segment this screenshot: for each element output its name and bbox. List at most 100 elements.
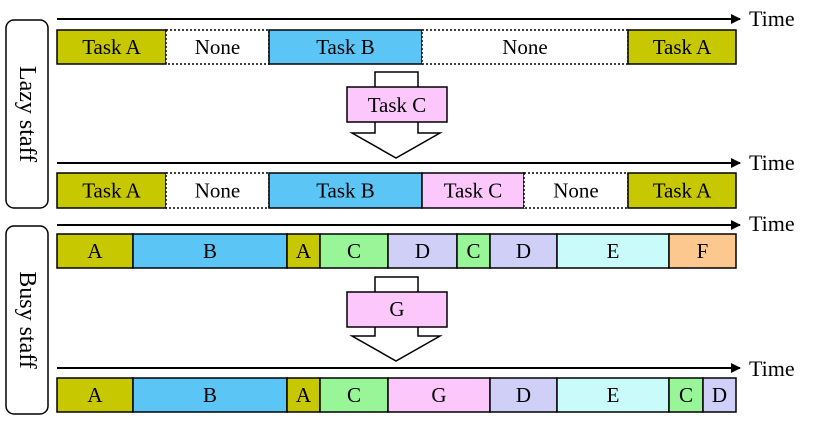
timeline-segment: Task A [627,172,737,209]
segment-box [421,29,629,65]
timeline-row-lazy-after: Task A None Task B Task C None Task A [56,172,737,209]
inserted-task-box [346,86,448,123]
segment-label: B [203,383,217,407]
segment-box [489,377,558,413]
time-label: Time [749,6,795,31]
group-label-text: Lazy staff [14,66,40,162]
segment-box [268,172,423,209]
segment-box [387,377,491,413]
segment-label: E [607,383,620,407]
segment-box [165,29,270,65]
segment-box [456,233,491,269]
timeline-segment: F [668,233,737,269]
timeline-segment: None [165,29,270,65]
segment-label: C [679,383,693,407]
timeline-segment: D [489,377,558,413]
segment-label: F [697,239,709,263]
group-label-text: Busy staff [14,271,40,369]
segment-label: A [296,383,312,407]
segment-label: A [87,239,103,263]
time-axis: Time [57,211,795,236]
segment-box [286,377,321,413]
segment-label: A [296,239,312,263]
timeline-row-lazy-before: Task A None Task B None Task A [56,29,737,65]
group-label-box [5,225,49,415]
timeline-segment: Task B [268,29,423,65]
segment-box [421,172,525,209]
timeline-segment: E [556,233,670,269]
timeline-segment: A [286,377,321,413]
timeline-segment: None [165,172,270,209]
timeline-segment: Task A [627,29,737,65]
segment-label: Task A [82,179,141,203]
segment-box [627,172,737,209]
segment-label: Task A [82,35,141,59]
timeline-segment: C [668,377,704,413]
insertion-arrow-lazy: Task C [346,71,448,159]
timeline-segment: A [286,233,321,269]
timeline-segment: D [702,377,737,413]
segment-label: E [607,239,620,263]
timeline-segment: A [56,377,134,413]
segment-box [387,233,458,269]
segment-label: None [502,35,548,59]
inserted-task-label: Task C [368,93,427,117]
segment-box [132,233,288,269]
group-busy-staff: Busy staff [5,225,49,415]
segment-label: D [712,383,727,407]
time-axis: Time [57,150,795,175]
insertion-arrow-busy: G [346,276,448,362]
segment-label: D [516,383,531,407]
timeline-segment: C [319,233,389,269]
inserted-task-box [346,291,448,328]
timeline-segment: C [319,377,389,413]
group-label-box [5,19,49,209]
time-axis: Time [57,356,795,381]
segment-label: None [553,179,599,203]
segment-box [627,29,737,65]
group-lazy-staff: Lazy staff [5,19,49,209]
segment-label: Task A [653,35,712,59]
timeline-segment: Task A [56,29,167,65]
segment-box [668,377,704,413]
timeline-segment: B [132,377,288,413]
segment-box [523,172,629,209]
segment-label: C [347,383,361,407]
segment-label: B [203,239,217,263]
timeline-segment: G [387,377,491,413]
timeline-segment: A [56,233,134,269]
segment-label: None [195,179,241,203]
timeline-segment: E [556,377,670,413]
segment-box [165,172,270,209]
segment-label: A [87,383,103,407]
segment-box [668,233,737,269]
segment-label: C [466,239,480,263]
segment-label: Task C [444,179,503,203]
segment-box [702,377,737,413]
time-label: Time [749,211,795,236]
timeline-segment: Task A [56,172,167,209]
segment-label: Task A [653,179,712,203]
time-label: Time [749,356,795,381]
segment-box [132,377,288,413]
time-label: Time [749,150,795,175]
inserted-task-label: G [389,297,404,321]
segment-label: Task B [316,179,375,203]
timeline-segment: D [489,233,558,269]
timeline-segment: D [387,233,458,269]
timeline-segment: None [421,29,629,65]
timeline-segment: Task C [421,172,525,209]
segment-label: G [431,383,446,407]
segment-label: None [195,35,241,59]
segment-label: D [516,239,531,263]
timeline-segment: Task B [268,172,423,209]
time-axis: Time [57,6,795,31]
segment-label: C [347,239,361,263]
segment-box [56,233,134,269]
segment-box [556,377,670,413]
segment-label: D [415,239,430,263]
segment-label: Task B [316,35,375,59]
